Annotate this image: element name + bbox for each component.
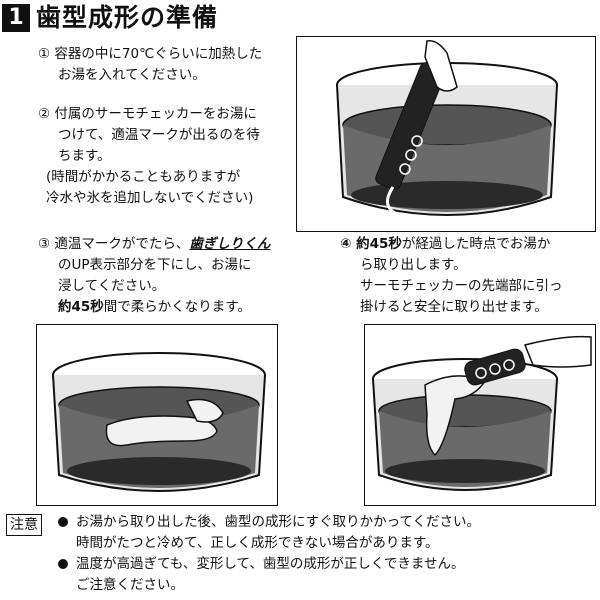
step-3-line-2: のUP表示部分を下にし、お湯に	[58, 257, 252, 273]
caution-label: 注意	[6, 514, 42, 536]
step-3-text: ③ 適温マークがでたら、歯ぎしりくん のUP表示部分を下にし、お湯に 浸してくだ…	[38, 234, 270, 318]
step-2-line-1: ② 付属のサーモチェッカーをお湯に	[38, 106, 257, 122]
step-3-time: 約45秒	[58, 299, 104, 315]
step-number-badge: 1	[2, 4, 30, 32]
illustration-removing-mouthpiece	[364, 324, 596, 506]
step-3-line-3: 浸してください。	[58, 278, 166, 294]
step-4-text: ④ 約45秒が経過した時点でお湯か ら取り出します。 サーモチェッカーの先端部に…	[340, 234, 563, 318]
illustration-thermo-checker	[296, 36, 596, 232]
step-4-line-2: ら取り出します。	[360, 257, 467, 273]
step-1-line-1: ① 容器の中に70℃ぐらいに加熱した	[38, 46, 263, 62]
step-1-text: ① 容器の中に70℃ぐらいに加熱した お湯を入れてください。	[38, 44, 262, 86]
step-4-line-1: ④ 約45秒が経過した時点でお湯か	[340, 234, 563, 255]
step-2-text: ② 付属のサーモチェッカーをお湯に つけて、適温マークが出るのを待 ちます。 (…	[38, 104, 260, 209]
caution-item-2: 温度が高過ぎても、変形して、歯型の成形が正しくできません。	[58, 554, 480, 575]
step-4-time: ④ 約45秒	[340, 236, 402, 252]
step-2-line-4: (時間がかかることもありますが	[46, 169, 241, 185]
illustration-mouthpiece-soaking	[36, 324, 278, 506]
mouthpiece-soaking-drawing	[52, 352, 266, 492]
bullet-icon	[58, 559, 68, 569]
caution-notes: お湯から取り出した後、歯型の成形にすぐ取りかかってください。 時間がたつと冷めて…	[58, 512, 480, 596]
step-3-time-text: 間で柔らかくなります。	[103, 299, 251, 315]
step-3-line-1: ③ 適温マークがでたら、歯ぎしりくん	[38, 234, 270, 255]
brand-name: 歯ぎしりくん	[189, 236, 271, 252]
caution-1-line-2: 時間がたつと冷めて、正しく成形できない場合があります。	[76, 535, 439, 551]
caution-2-line-2: ご注意ください。	[76, 577, 184, 593]
step-4-first-text: が経過した時点でお湯か	[401, 236, 551, 252]
step-4-line-4: 掛けると安全に取り出せます。	[360, 299, 548, 315]
bullet-icon	[58, 517, 68, 527]
page-title: 歯型成形の準備	[36, 3, 219, 32]
step-2-line-5: 冷水や氷を追加しないでください)	[46, 190, 254, 206]
thermo-checker-drawing	[336, 40, 558, 216]
caution-2-line-1: 温度が高過ぎても、変形して、歯型の成形が正しくできません。	[76, 556, 465, 572]
step-2-line-2: つけて、適温マークが出るのを待	[58, 127, 260, 143]
caution-item-1: お湯から取り出した後、歯型の成形にすぐ取りかかってください。	[58, 512, 480, 533]
step-4-line-3: サーモチェッカーの先端部に引っ	[360, 278, 563, 294]
step-3-prefix: ③ 適温マークがでたら、	[38, 236, 190, 252]
caution-1-line-1: お湯から取り出した後、歯型の成形にすぐ取りかかってください。	[76, 514, 481, 530]
step-3-line-4: 約45秒間で柔らかくなります。	[38, 297, 270, 318]
step-2-line-3: ちます。	[58, 148, 111, 164]
step-1-line-2: お湯を入れてください。	[58, 67, 206, 83]
removing-mouthpiece-drawing	[372, 335, 592, 491]
